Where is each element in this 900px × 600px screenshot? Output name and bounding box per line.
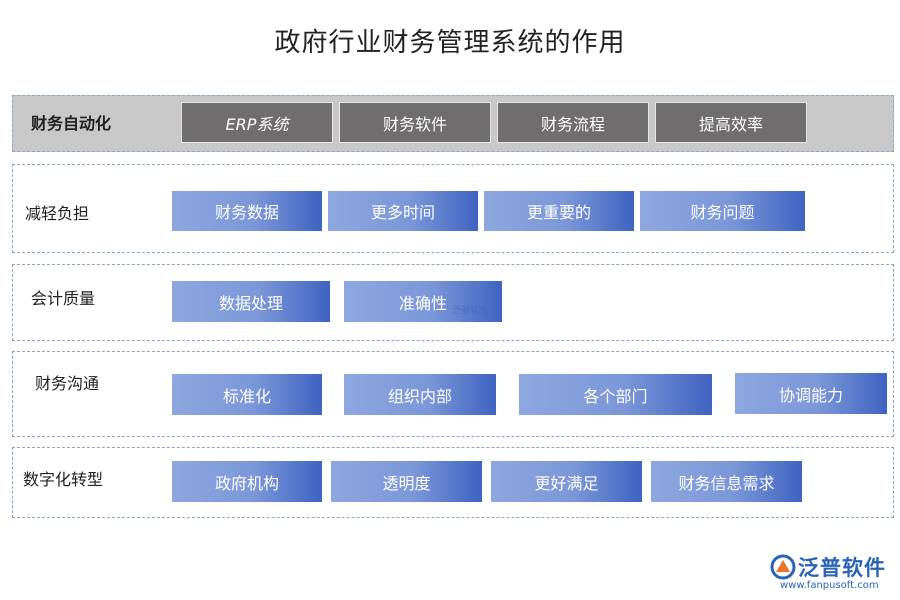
item-transparency: 透明度	[331, 461, 482, 502]
item-financial-software: 财务软件	[339, 102, 491, 143]
item-better-meet: 更好满足	[491, 461, 642, 502]
row-digital-transformation: 数字化转型 政府机构 透明度 更好满足 财务信息需求	[12, 447, 894, 518]
row-reduce-burden: 减轻负担 财务数据 更多时间 更重要的 财务问题	[12, 164, 894, 253]
page-title: 政府行业财务管理系统的作用	[274, 28, 626, 58]
item-coordination-ability: 协调能力	[735, 373, 887, 414]
item-government-agencies: 政府机构	[172, 461, 322, 502]
item-improve-efficiency: 提高效率	[655, 102, 807, 143]
item-standardization: 标准化	[172, 374, 322, 415]
item-accuracy: 准确性	[344, 281, 502, 322]
row-financial-automation: 财务自动化 ERP系统 财务软件 财务流程 提高效率	[12, 95, 894, 152]
item-financial-process: 财务流程	[497, 102, 649, 143]
item-all-departments: 各个部门	[519, 374, 712, 415]
item-financial-data: 财务数据	[172, 191, 322, 231]
item-within-organization: 组织内部	[344, 374, 496, 415]
row-label: 数字化转型	[23, 470, 104, 489]
item-more-time: 更多时间	[328, 191, 478, 231]
row-label: 财务沟通	[35, 374, 100, 393]
row-label: 减轻负担	[25, 204, 90, 223]
item-financial-info-needs: 财务信息需求	[651, 461, 802, 502]
row-label: 会计质量	[31, 289, 96, 308]
watermark: 泛普软件	[452, 306, 489, 316]
item-financial-issues: 财务问题	[640, 191, 805, 231]
fanpu-logo: 泛普软件 www.fanpusoft.com	[770, 552, 890, 592]
item-erp-system: ERP系统	[181, 102, 333, 143]
row-label: 财务自动化	[31, 114, 112, 133]
row-accounting-quality: 会计质量 数据处理 准确性	[12, 264, 894, 341]
logo-name: 泛普软件	[798, 556, 886, 580]
row-financial-communication: 财务沟通 标准化 组织内部 各个部门 协调能力	[12, 351, 894, 437]
item-more-important: 更重要的	[484, 191, 634, 231]
item-data-processing: 数据处理	[172, 281, 330, 322]
fanpu-logo-icon	[770, 554, 796, 580]
logo-url: www.fanpusoft.com	[780, 580, 879, 591]
